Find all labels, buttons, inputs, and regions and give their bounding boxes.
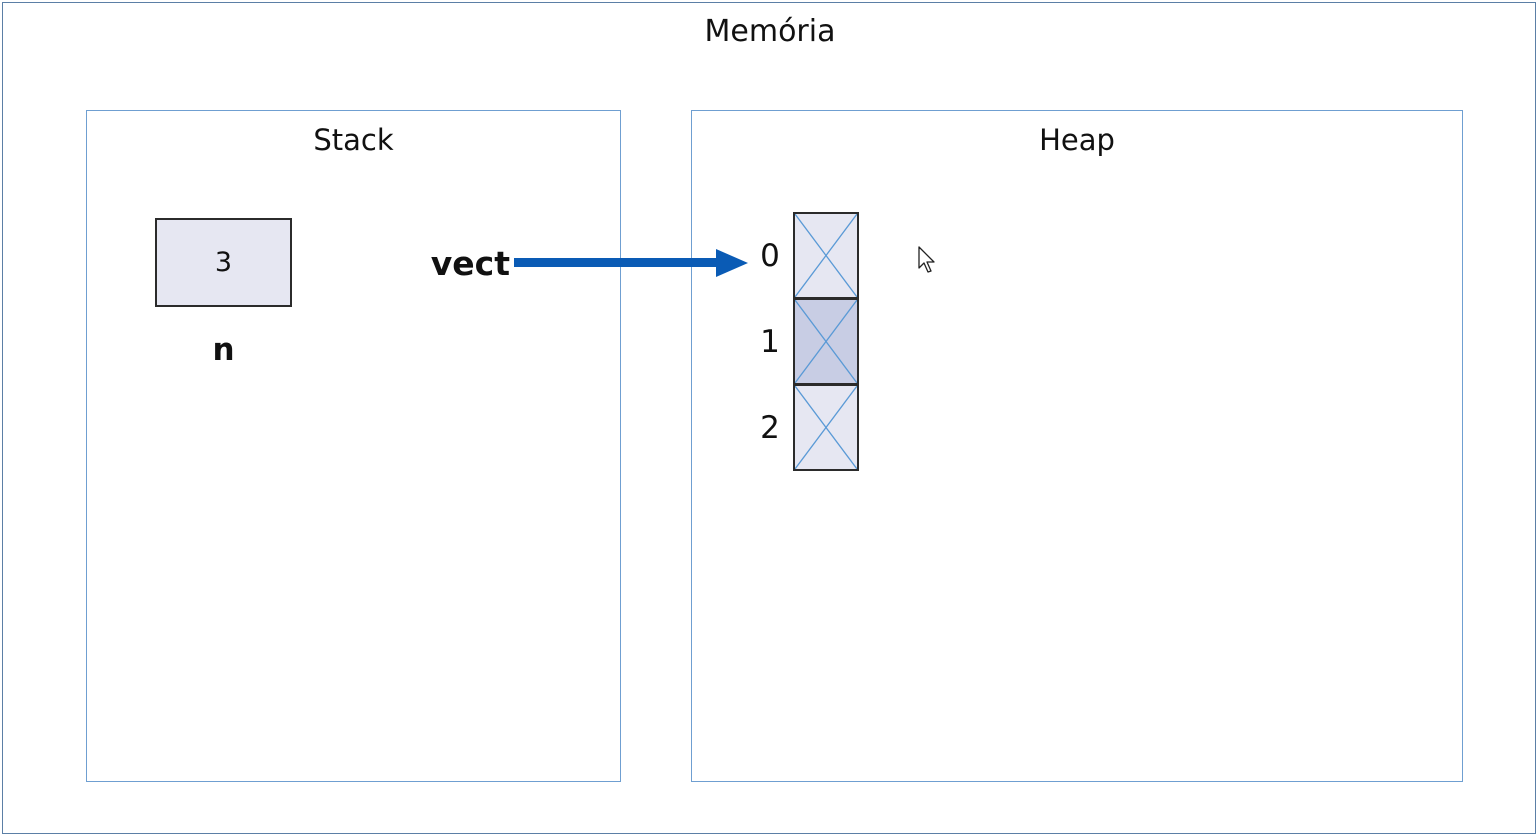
array-index-0: 0 <box>760 238 780 274</box>
pointer-arrow-shaft <box>514 258 718 267</box>
array-index-2: 2 <box>760 410 780 446</box>
empty-cell-cross-icon <box>795 214 857 297</box>
array-index-1: 1 <box>760 324 780 360</box>
array-cell-2 <box>793 384 859 471</box>
stack-panel: Stack <box>86 110 621 782</box>
empty-cell-cross-icon <box>795 386 857 469</box>
pointer-vect-label: vect <box>430 244 510 283</box>
variable-n-label: n <box>212 332 235 368</box>
mouse-pointer-icon <box>918 246 935 273</box>
heap-panel: Heap <box>691 110 1463 782</box>
memory-title: Memória <box>704 14 836 49</box>
array-cell-0 <box>793 212 859 299</box>
empty-cell-cross-icon <box>795 300 857 383</box>
pointer-arrow-head <box>716 249 748 277</box>
heap-title: Heap <box>1039 123 1115 157</box>
array-cell-1 <box>793 298 859 385</box>
variable-n-value: 3 <box>214 247 233 278</box>
pointer-arrow <box>514 249 748 277</box>
variable-n-box: 3 <box>155 218 292 307</box>
stack-title: Stack <box>313 123 394 157</box>
